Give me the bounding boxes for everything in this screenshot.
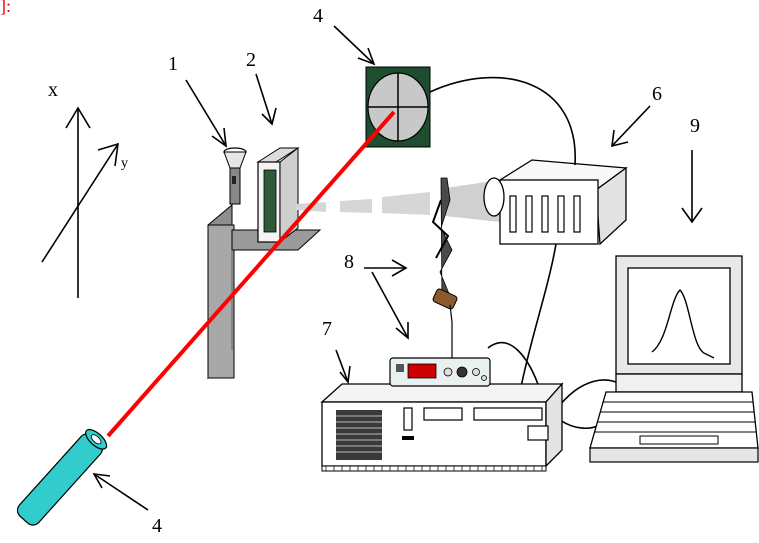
probe-icon <box>431 177 458 360</box>
quadrant-photodetector-icon <box>365 66 431 148</box>
sample-slide-icon <box>256 146 300 244</box>
laser-beam <box>106 110 396 438</box>
corner-fragment: ]: <box>0 0 11 16</box>
pointer-arrows <box>92 25 703 511</box>
label-7: 7 <box>322 318 332 340</box>
axes-icon <box>41 106 119 298</box>
label-1: 1 <box>168 53 178 75</box>
axis-x-label: x <box>48 79 58 101</box>
camera-icon <box>483 159 628 246</box>
label-2: 2 <box>246 49 256 71</box>
label-4-top: 4 <box>313 5 323 27</box>
cables <box>429 76 629 430</box>
light-source-icon <box>223 147 247 205</box>
laser-emitter-icon <box>16 428 108 526</box>
function-generator-icon <box>389 357 491 387</box>
label-4-bottom: 4 <box>152 515 162 537</box>
label-8: 8 <box>344 251 354 273</box>
computer-icon <box>589 255 759 463</box>
sample-mount <box>207 203 322 380</box>
label-9: 9 <box>690 115 700 137</box>
label-6: 6 <box>652 83 662 105</box>
axis-y-label: y <box>121 156 128 171</box>
controller-box-icon <box>320 382 564 472</box>
